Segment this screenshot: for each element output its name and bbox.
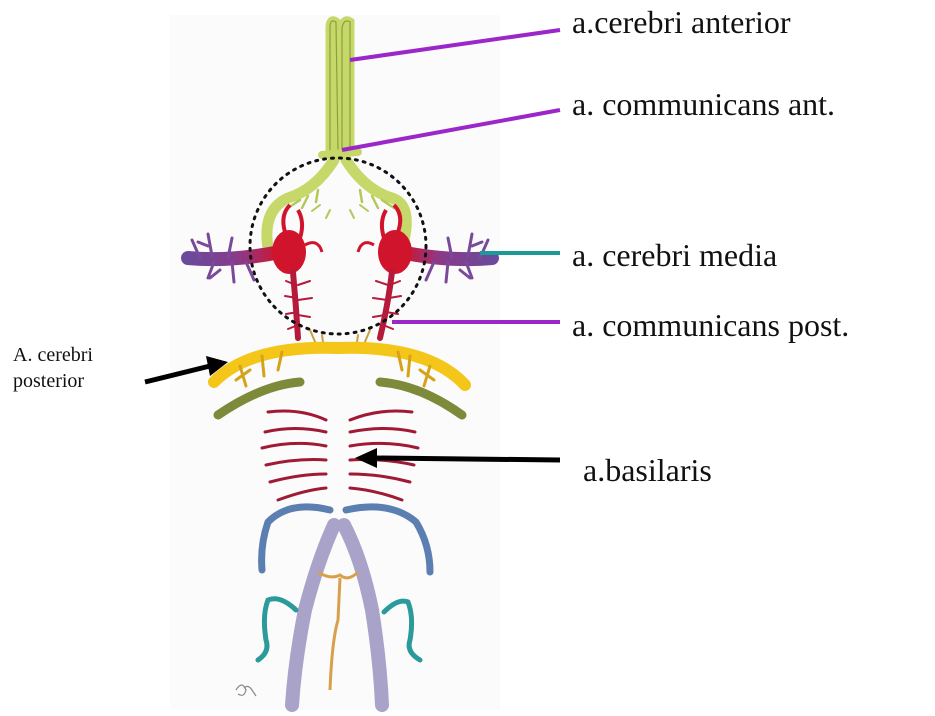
label-cerebri-anterior: a.cerebri anterior [572, 4, 791, 40]
label-cerebri-media: a. cerebri media [572, 237, 777, 273]
label-cerebri-posterior: A. cerebri posterior [13, 342, 153, 394]
anterior-cerebral-arteries [322, 21, 358, 155]
label-basilaris: a.basilaris [583, 452, 712, 488]
label-communicans-post: a. communicans post. [572, 307, 849, 343]
label-communicans-ant: a. communicans ant. [572, 86, 835, 122]
